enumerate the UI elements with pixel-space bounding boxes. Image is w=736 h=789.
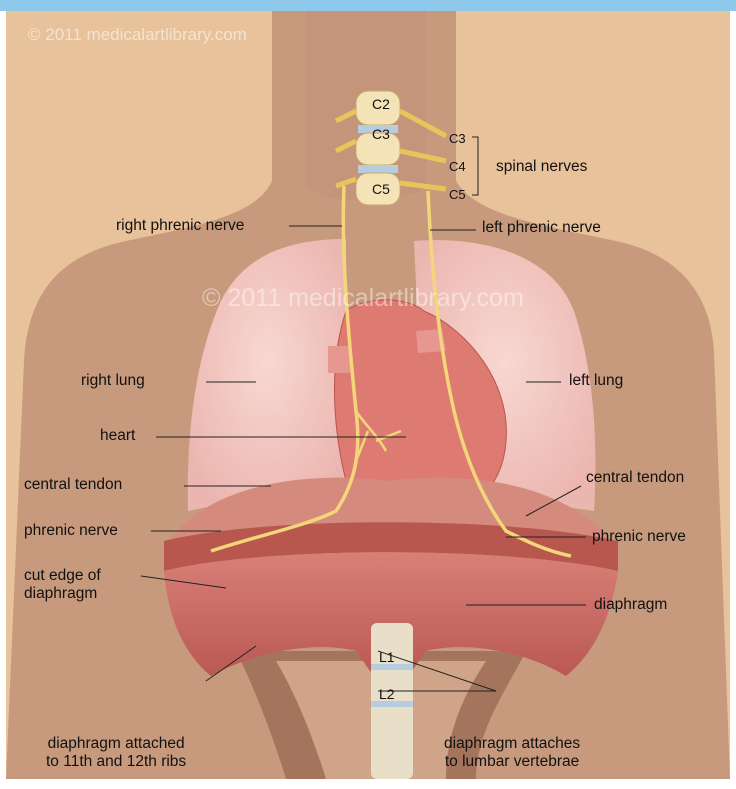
c2-vertebra-label: C2 [372,95,390,113]
watermark-center: © 2011 medicalartlibrary.com [202,284,524,313]
illustration-panel: C2 C3 C5 L1 L2 C3 C4 C5 spinal nerves ri… [6,11,730,779]
right-phrenic-nerve-label: right phrenic nerve [116,217,244,235]
c3-vertebra-label: C3 [372,125,390,143]
top-border-strip [0,0,736,11]
l2-vertebra-label: L2 [379,685,395,703]
central-tendon-left-label: central tendon [24,476,122,494]
anatomy-illustration [6,11,730,779]
right-lung-label: right lung [81,372,145,390]
ribs-attachment-label: diaphragm attached to 11th and 12th ribs [46,735,186,771]
central-tendon-right-label: central tendon [586,469,684,487]
diaphragm-label: diaphragm [594,596,667,614]
cut-edge-label: cut edge of diaphragm [24,567,101,603]
c5-vertebra-label: C5 [372,180,390,198]
l1-vertebra-label: L1 [379,648,395,666]
phrenic-nerve-left-label: phrenic nerve [24,522,118,540]
c4-root-label: C4 [449,158,466,176]
watermark-top: © 2011 medicalartlibrary.com [28,25,247,45]
left-phrenic-nerve-label: left phrenic nerve [482,219,601,237]
heart-label: heart [100,427,135,445]
phrenic-nerve-right-label: phrenic nerve [592,528,686,546]
c5-root-label: C5 [449,186,466,204]
spinal-nerves-label: spinal nerves [496,158,587,176]
lumbar-attachment-label: diaphragm attaches to lumbar vertebrae [444,735,580,771]
c3-root-label: C3 [449,130,466,148]
left-lung-label: left lung [569,372,623,390]
